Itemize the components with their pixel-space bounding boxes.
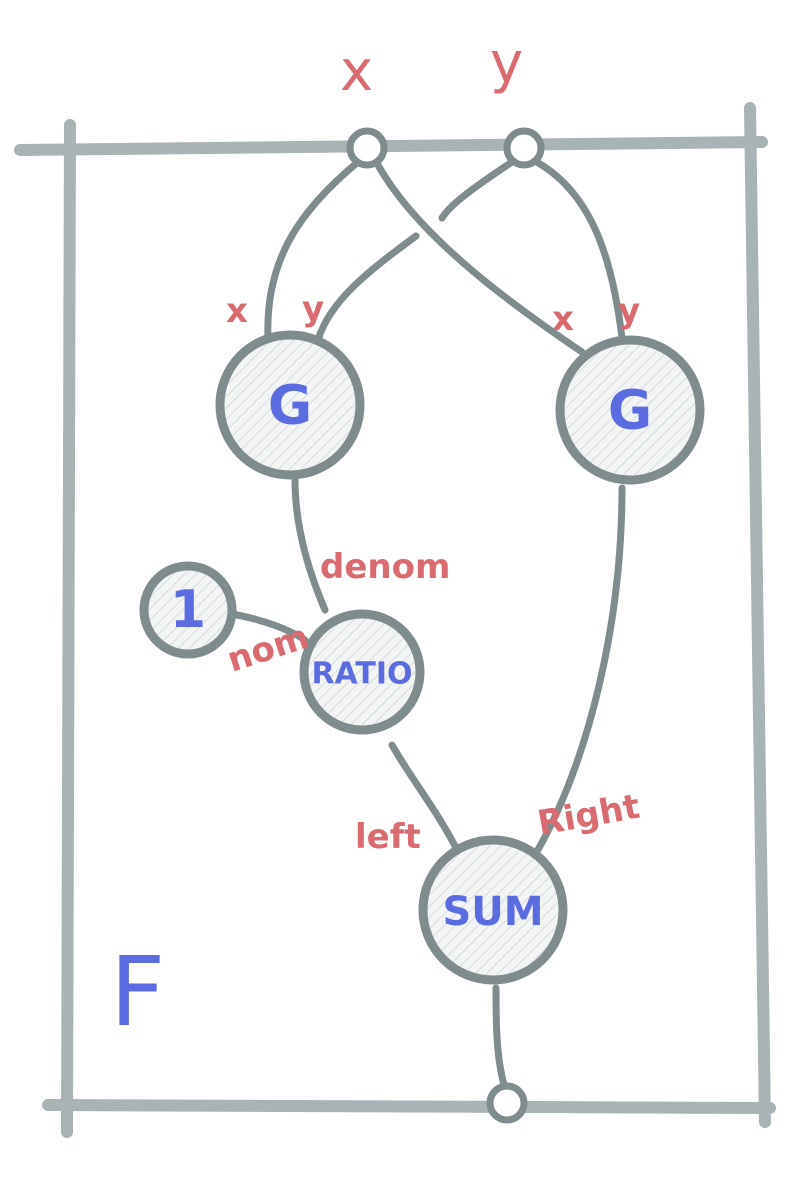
node-g-right-circle (555, 335, 705, 485)
wires (228, 156, 626, 1089)
wire-x-to-g-right (374, 161, 586, 356)
node-ratio[interactable]: RATIO (299, 609, 425, 735)
g-left-port-x: x (226, 291, 248, 331)
input-port-y[interactable] (503, 127, 545, 169)
g-left-port-y: y (302, 289, 324, 329)
node-g-right-label: G (608, 379, 652, 442)
frame-name: F (110, 936, 165, 1048)
sum-port-right: Right (535, 787, 643, 844)
node-sum-label: SUM (442, 889, 543, 935)
node-g-left-circle (215, 330, 365, 480)
node-ratio-circle (299, 609, 425, 735)
frame-box (14, 102, 776, 1138)
g-right-port-x: x (552, 299, 574, 339)
wire-one-to-ratio (228, 610, 309, 644)
wire-y-to-g-left (438, 158, 516, 222)
node-one[interactable]: 1 (139, 561, 237, 659)
frame-bottom-edge (42, 1099, 776, 1114)
node-g-left-label: G (268, 374, 312, 437)
input-label-y: y (490, 31, 523, 96)
ratio-port-denom: denom (320, 547, 450, 587)
output-port[interactable] (486, 1082, 528, 1124)
wire-g-right-to-sum (531, 484, 626, 859)
input-port-x[interactable] (346, 127, 388, 169)
node-one-circle (139, 561, 237, 659)
wire-g-left-to-ratio (291, 476, 329, 614)
sum-port-left: left (355, 817, 421, 857)
node-g-left[interactable]: G (215, 330, 365, 480)
g-right-port-y: y (618, 291, 640, 331)
wire-y-to-g-left-lower (314, 232, 420, 344)
node-ratio-label: RATIO (311, 657, 412, 692)
frame-right-edge (744, 102, 771, 1128)
node-sum[interactable]: SUM (418, 835, 568, 985)
wire-x-to-g-left (264, 158, 362, 342)
wire-sum-to-output (492, 984, 508, 1089)
wire-y-to-g-right (529, 156, 626, 342)
frame-left-edge (61, 119, 76, 1138)
node-g-right[interactable]: G (555, 335, 705, 485)
wire-ratio-to-sum (388, 741, 462, 856)
frame-top-edge (14, 136, 768, 156)
node-sum-circle (418, 835, 568, 985)
node-one-label: 1 (170, 580, 206, 640)
input-label-x: x (340, 39, 373, 104)
